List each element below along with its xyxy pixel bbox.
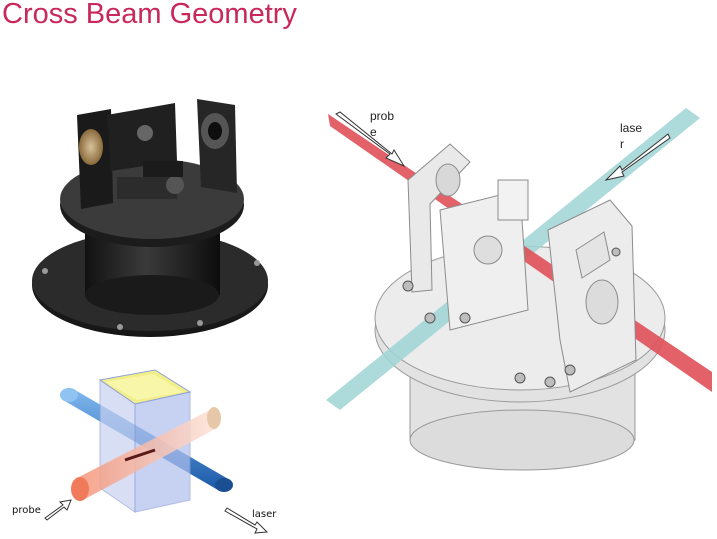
probe-arrow-icon — [44, 499, 72, 521]
drawing-probe-label-1: prob — [370, 109, 394, 123]
probe-cone — [71, 407, 221, 501]
cuvette-schematic: probe laser — [12, 369, 277, 534]
drawing-laser-label-2: r — [620, 137, 624, 151]
slide-title: Cross Beam Geometry — [2, 0, 297, 30]
drawing-probe-arrow-icon — [335, 111, 406, 168]
drawing-laser-label-1: lase — [620, 121, 642, 135]
drawing-laser-arrow-icon — [604, 133, 671, 181]
schematic-probe-label: probe — [12, 505, 41, 516]
schematic-laser-label: laser — [252, 509, 277, 520]
laser-arrow-icon — [224, 507, 269, 534]
mount-photo — [32, 99, 268, 337]
drawing-probe-label-2: e — [370, 125, 377, 139]
mount-drawing: prob e lase r — [326, 108, 712, 471]
